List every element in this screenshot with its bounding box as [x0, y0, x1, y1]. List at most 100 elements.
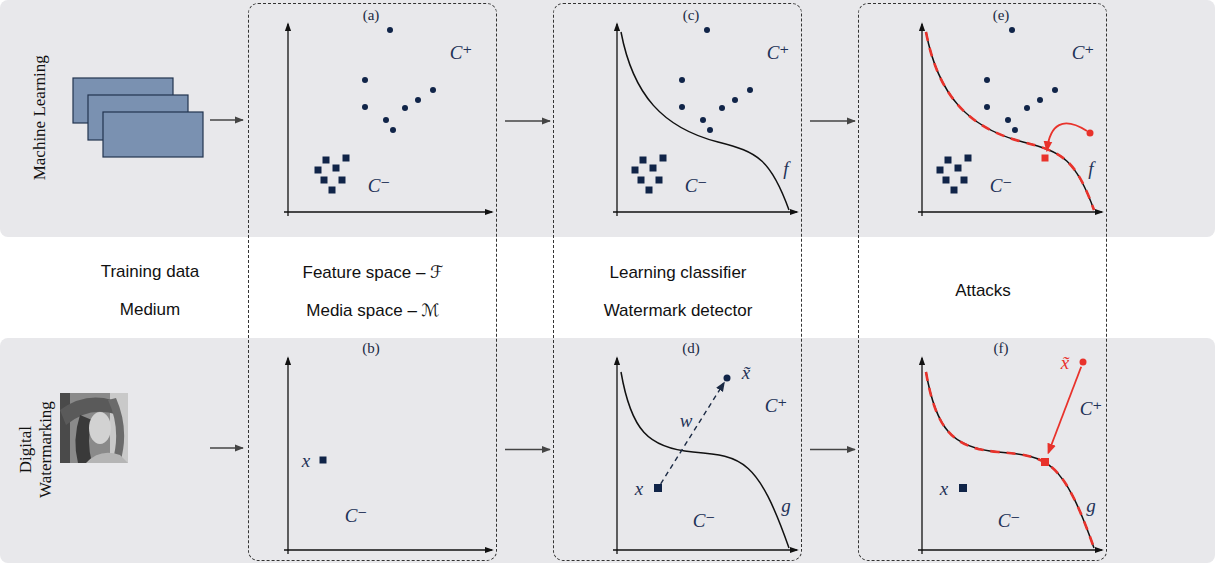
stage-label: Media space – ℳ	[306, 301, 439, 321]
plot-a	[287, 24, 288, 216]
band: Machine Learning	[0, 0, 1215, 237]
medium-photo	[89, 412, 111, 444]
plot-d	[661, 383, 724, 484]
function-label: f	[783, 158, 788, 180]
plot-e	[1047, 123, 1087, 150]
class-label: C⁻	[345, 505, 368, 527]
plot-e	[937, 27, 1059, 194]
function-label: g	[1086, 495, 1096, 517]
panel-tag: (d)	[682, 340, 700, 357]
plot-b	[284, 358, 492, 554]
vector-label: w	[680, 410, 693, 432]
plot-b	[284, 549, 492, 550]
plot-e	[926, 32, 1094, 210]
flow-arrow	[810, 449, 855, 450]
band: Digital Watermarking	[0, 338, 1215, 563]
class-label: C⁻	[685, 175, 708, 197]
stage-label: Training data	[101, 262, 200, 282]
plot-b	[320, 457, 327, 464]
plot-f	[959, 484, 967, 492]
plot-d	[613, 358, 797, 554]
plot-d	[613, 549, 797, 550]
plot-b	[287, 358, 288, 554]
plot-e	[918, 24, 1102, 216]
panel-tag: (a)	[363, 7, 380, 24]
medium-photo	[60, 393, 70, 463]
flow-arrow	[505, 120, 550, 121]
plot-c	[616, 24, 617, 216]
plot-c	[613, 24, 797, 216]
panel-tag: (b)	[362, 340, 380, 357]
class-label: C⁻	[693, 510, 716, 532]
column-frame: Attacks(e)C⁺C⁻f(f)x̃C⁺xC⁻g	[858, 3, 1107, 561]
stage-label: Feature space – ℱ	[303, 263, 444, 283]
class-label: C⁺	[1080, 398, 1103, 420]
stage-label: Watermark detector	[604, 301, 753, 321]
point-label: x	[940, 478, 948, 500]
plot-d	[654, 484, 662, 492]
function-label: g	[781, 495, 791, 517]
flow-arrow	[210, 447, 243, 448]
plot-e	[921, 24, 922, 216]
band-ground	[0, 338, 1215, 563]
medium-photo	[60, 393, 128, 463]
flow-arrow	[210, 119, 243, 120]
band-title: Digital Watermarking	[16, 395, 55, 505]
plot-c	[632, 27, 754, 194]
panel-tag: (e)	[993, 7, 1010, 24]
class-label: C⁻	[990, 175, 1013, 197]
plot-a	[315, 27, 437, 194]
class-label: C⁺	[767, 42, 790, 64]
point-label: x	[635, 478, 643, 500]
class-label: C⁻	[368, 175, 391, 197]
stage-label: Attacks	[955, 281, 1011, 301]
plot-d	[616, 358, 617, 554]
medium-photo	[86, 453, 128, 463]
stage-label: Learning classifier	[609, 263, 746, 283]
point-label: x̃	[1061, 352, 1069, 374]
column-frame: Feature space – ℱMedia space – ℳ(a)C⁺C⁻(…	[248, 3, 497, 561]
class-label: C⁺	[1072, 42, 1095, 64]
plot-panel: (d)wx̃C⁺xC⁻g	[554, 339, 800, 560]
medium-photo	[60, 393, 128, 463]
plot-e	[1042, 155, 1049, 162]
point-label: x	[302, 450, 310, 472]
panel-tag: (c)	[683, 7, 700, 24]
band-ground	[0, 0, 1215, 237]
class-label: C⁺	[765, 395, 788, 417]
plot-e	[1087, 130, 1094, 137]
plot-c	[613, 211, 797, 212]
class-label: C⁺	[450, 42, 473, 64]
band-title: Machine Learning	[30, 55, 50, 180]
plot-c	[621, 32, 789, 210]
panel-tag: (f)	[994, 340, 1009, 357]
plot-f	[1041, 458, 1049, 466]
plot-f	[921, 358, 922, 554]
class-label: C⁻	[998, 510, 1021, 532]
plot-f	[1080, 359, 1087, 366]
plot-a	[284, 211, 492, 212]
plot-a	[284, 24, 492, 216]
data-stack	[73, 78, 203, 157]
plot-e	[926, 32, 1094, 210]
plot-d	[621, 372, 789, 548]
plot-panel: (b) xC⁻	[249, 339, 495, 560]
medium-photo	[75, 415, 92, 463]
plot-f	[1049, 367, 1082, 453]
plot-panel: (f) x̃ C⁺ xC⁻ g	[859, 339, 1105, 560]
data-stack	[103, 112, 203, 157]
plot-f	[918, 358, 1102, 554]
plot-d	[724, 375, 731, 382]
function-label: f	[1088, 158, 1093, 180]
plot-e	[918, 211, 1102, 212]
plot-f	[918, 549, 1102, 550]
column-frame: Learning classifierWatermark detector (c)…	[553, 3, 802, 561]
stage-label: Medium	[120, 300, 180, 320]
flow-arrow	[810, 120, 855, 121]
plot-panel: (e) C⁺ C⁻ f	[859, 4, 1105, 238]
plot-panel: (c) C⁺ C⁻ f	[554, 4, 800, 238]
